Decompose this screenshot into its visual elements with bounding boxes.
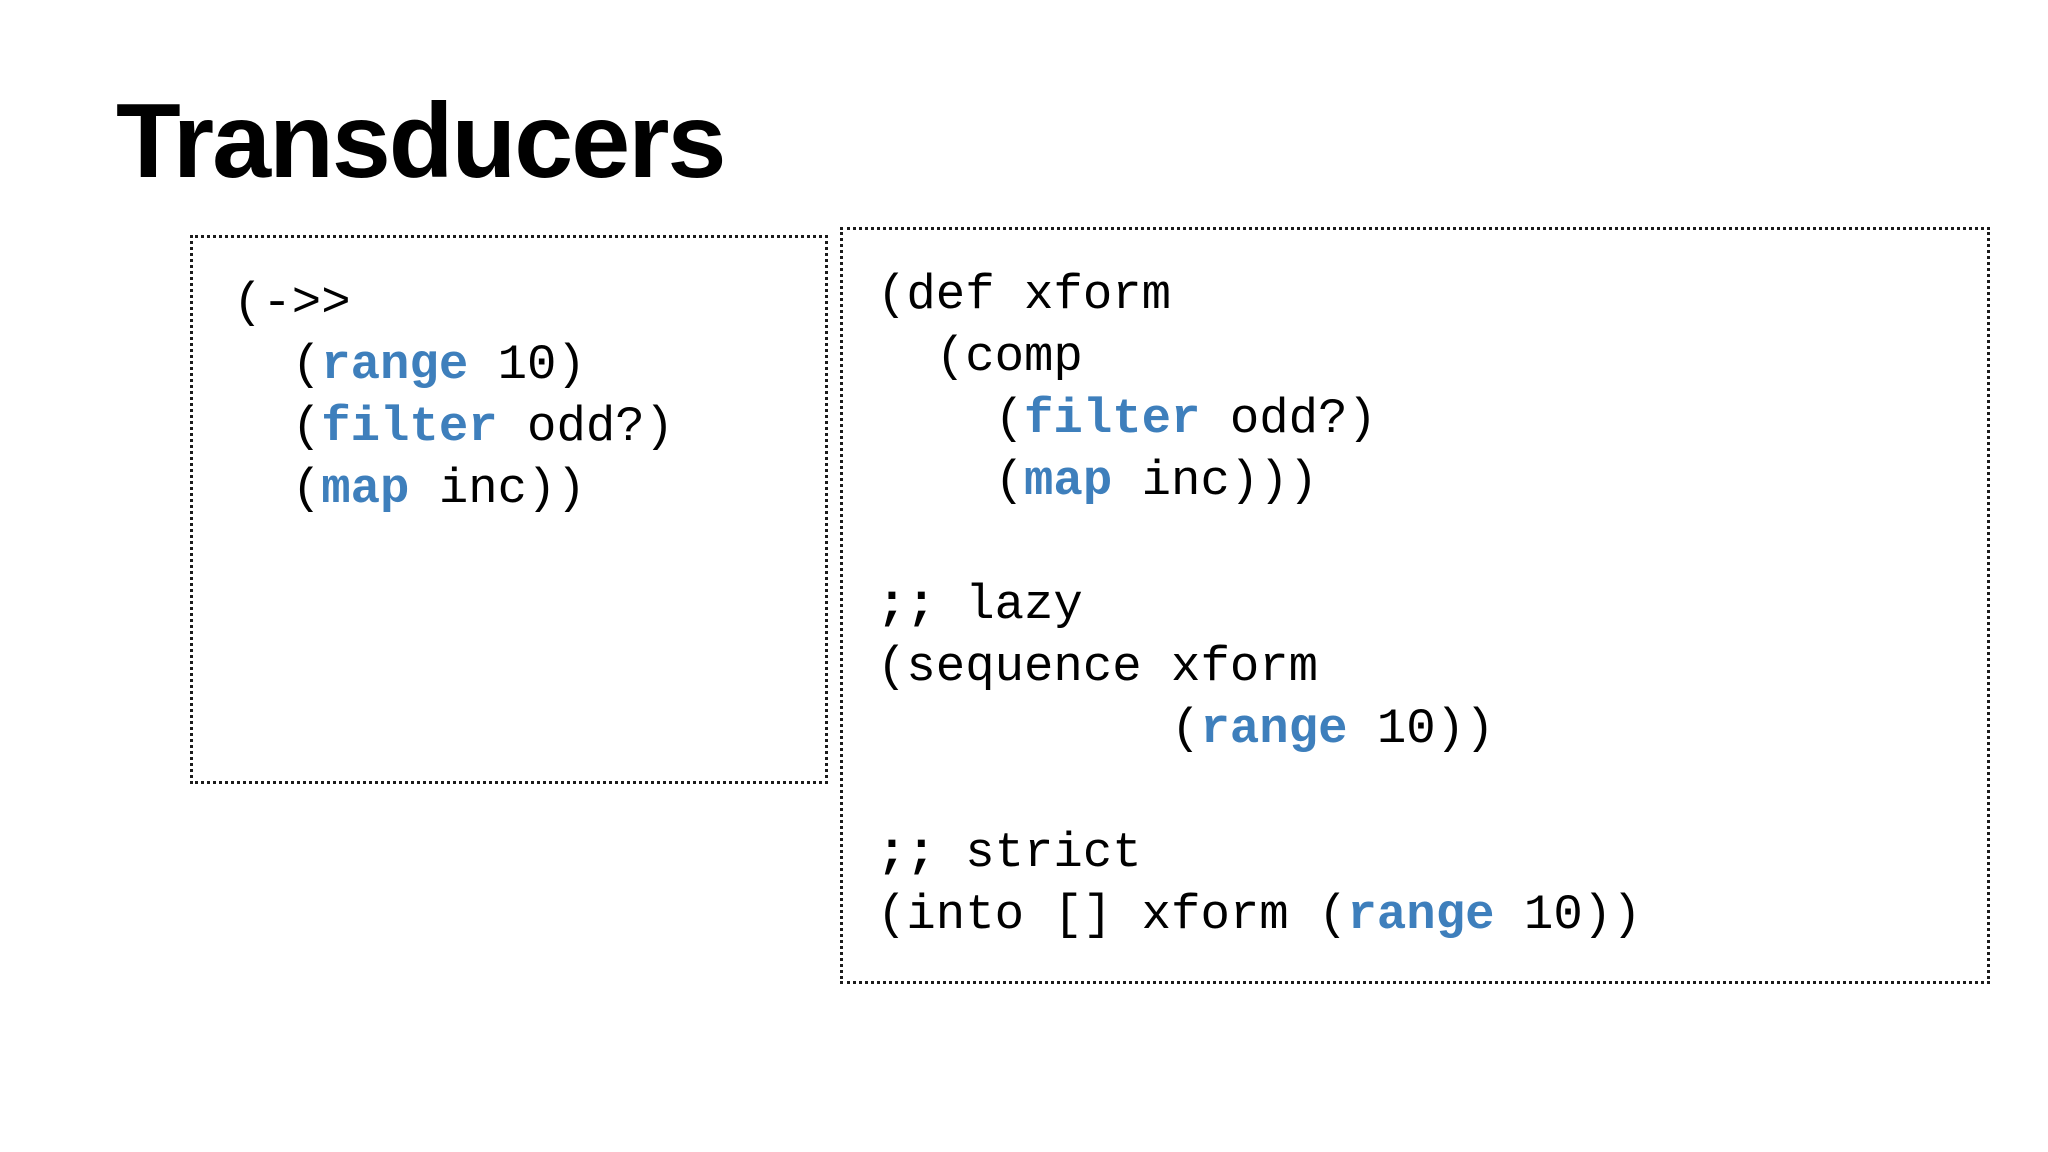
code-token-plain: (: [877, 391, 1025, 447]
code-token-keyword: range: [1200, 701, 1348, 757]
code-token-plain: inc)): [409, 461, 586, 517]
code-line: ;; strict: [877, 822, 1987, 884]
code-token-plain: strict: [935, 825, 1142, 881]
code-line: (into [] xform (range 10)): [877, 884, 1987, 946]
code-line: (comp: [877, 326, 1987, 388]
code-line: [877, 760, 1987, 822]
code-line: (->>: [233, 272, 825, 334]
code-line: (range 10)): [877, 698, 1987, 760]
code-token-plain: 10)): [1494, 887, 1642, 943]
code-token-comment-marker: ;;: [877, 577, 936, 633]
code-line: (filter odd?): [233, 396, 825, 458]
code-token-plain: lazy: [935, 577, 1083, 633]
code-token-plain: (: [877, 453, 1025, 509]
code-token-plain: (: [877, 701, 1201, 757]
code-token-plain: (: [233, 337, 322, 393]
code-line: (range 10): [233, 334, 825, 396]
code-line: (map inc)): [233, 458, 825, 520]
slide-title: Transducers: [116, 82, 726, 200]
code-token-plain: odd?): [497, 399, 675, 455]
code-xform: (def xform (comp (filter odd?) (map inc)…: [877, 264, 1987, 946]
code-token-plain: (: [233, 461, 322, 517]
code-box-thread-last: (->> (range 10) (filter odd?) (map inc)): [190, 235, 828, 784]
code-line: [877, 512, 1987, 574]
code-token-plain: odd?): [1200, 391, 1377, 447]
code-token-plain: (def xform: [877, 267, 1172, 323]
code-token-keyword: range: [1347, 887, 1495, 943]
code-token-plain: (into [] xform (: [877, 887, 1348, 943]
code-token-comment-marker: ;;: [877, 825, 936, 881]
code-token-keyword: range: [321, 337, 469, 393]
code-line: (map inc))): [877, 450, 1987, 512]
code-token-keyword: filter: [321, 399, 498, 455]
code-token-plain: inc))): [1112, 453, 1319, 509]
code-token-plain: 10): [468, 337, 586, 393]
code-token-plain: (sequence xform: [877, 639, 1319, 695]
code-token-plain: 10)): [1347, 701, 1495, 757]
code-token-keyword: filter: [1024, 391, 1201, 447]
code-token-keyword: map: [1024, 453, 1113, 509]
code-line: ;; lazy: [877, 574, 1987, 636]
code-token-plain: (->>: [233, 275, 351, 331]
code-line: (def xform: [877, 264, 1987, 326]
code-token-plain: (: [233, 399, 322, 455]
code-line: (sequence xform: [877, 636, 1987, 698]
code-thread-last: (->> (range 10) (filter odd?) (map inc)): [233, 272, 825, 520]
code-line: (filter odd?): [877, 388, 1987, 450]
code-box-xform: (def xform (comp (filter odd?) (map inc)…: [840, 227, 1990, 984]
code-token-keyword: map: [321, 461, 410, 517]
code-token-plain: (comp: [877, 329, 1083, 385]
